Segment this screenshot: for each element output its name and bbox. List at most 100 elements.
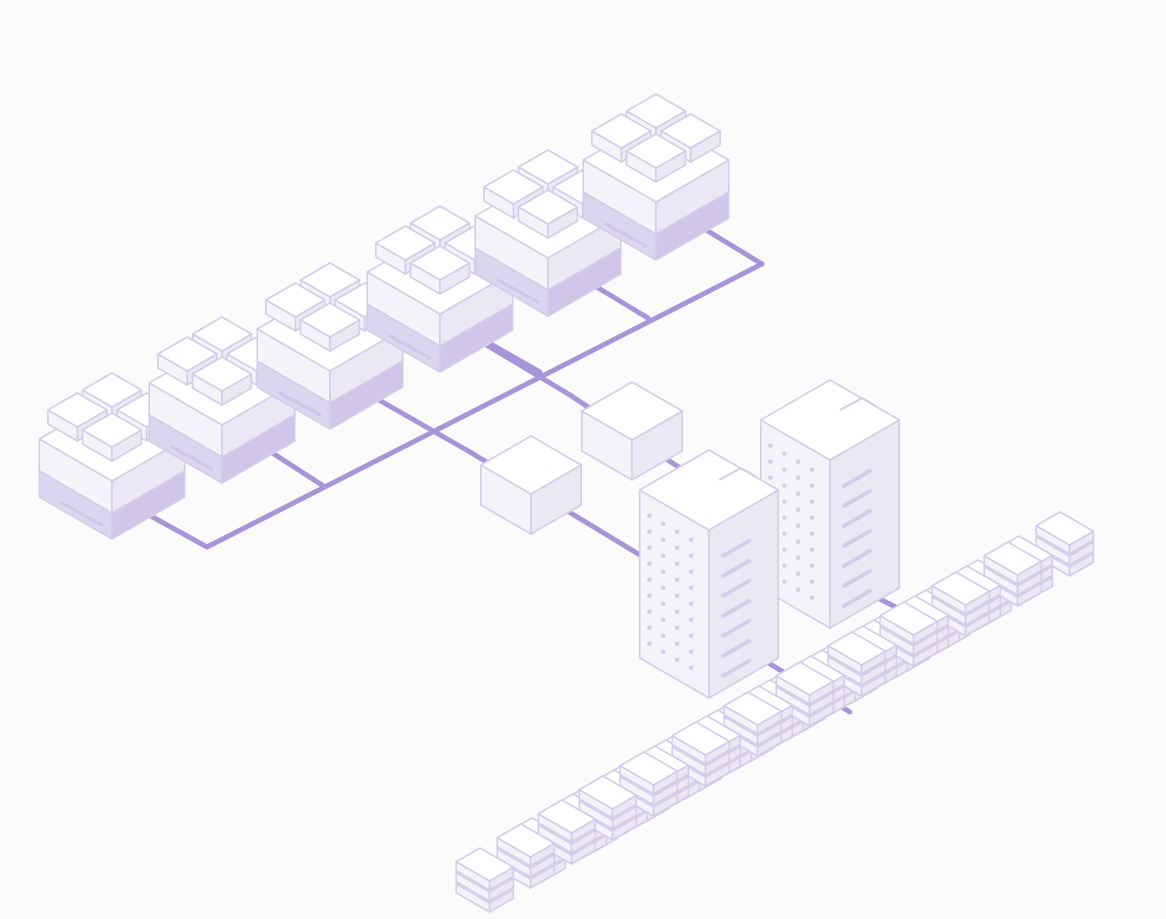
storage-drive-icon — [723, 691, 783, 735]
server-tower-icon — [638, 449, 780, 699]
window-dot — [782, 531, 787, 536]
window-dot — [675, 577, 680, 582]
window-dot — [809, 515, 814, 520]
vent-bar — [721, 539, 751, 558]
window-dot — [661, 649, 666, 654]
window-dot — [647, 545, 652, 550]
vent-bar — [721, 639, 751, 658]
window-dot — [782, 547, 787, 552]
window-dot — [809, 547, 814, 552]
vent-bar — [842, 489, 872, 508]
client-stack — [38, 372, 186, 540]
window-dot — [809, 499, 814, 504]
trunk-link — [137, 261, 765, 550]
window-dot — [661, 601, 666, 606]
window-dot — [809, 467, 814, 472]
storage-drive-icon — [879, 601, 939, 645]
switch-icon — [479, 435, 583, 535]
storage-drive-icon — [931, 571, 991, 615]
client-stack — [256, 262, 404, 430]
storage-drive-icon — [775, 661, 835, 705]
window-dot — [647, 609, 652, 614]
module-icon — [157, 336, 218, 386]
window-dot — [688, 617, 693, 622]
window-dot — [675, 593, 680, 598]
window-dot — [647, 513, 652, 518]
window-dot — [782, 515, 787, 520]
window-dot — [782, 467, 787, 472]
storage-drive-icon — [455, 847, 515, 891]
vent-bar — [842, 589, 872, 608]
vent-bar — [842, 569, 872, 588]
window-dot — [782, 499, 787, 504]
window-dot — [809, 563, 814, 568]
window-dot — [796, 571, 801, 576]
storage-array — [455, 511, 1095, 913]
window-dot — [675, 561, 680, 566]
window-dot — [647, 529, 652, 534]
vent-bar — [842, 509, 872, 528]
window-dot — [796, 539, 801, 544]
window-dot — [796, 459, 801, 464]
window-dot — [768, 459, 773, 464]
window-dot — [688, 649, 693, 654]
window-dot — [688, 601, 693, 606]
window-dot — [675, 545, 680, 550]
drive-slot — [278, 391, 322, 417]
client-stack — [148, 316, 296, 484]
window-dot — [661, 553, 666, 558]
window-dot — [661, 633, 666, 638]
window-dot — [675, 641, 680, 646]
window-dot — [675, 657, 680, 662]
window-dot — [782, 483, 787, 488]
window-dot — [647, 625, 652, 630]
network-nodes — [38, 93, 1095, 913]
window-dot — [661, 569, 666, 574]
drive-slot — [60, 501, 104, 527]
window-dot — [688, 537, 693, 542]
module-icon — [81, 412, 143, 462]
tower-notch — [718, 466, 756, 481]
window-dot — [809, 579, 814, 584]
storage-drive-icon — [496, 823, 556, 867]
window-dot — [675, 529, 680, 534]
window-dot — [647, 561, 652, 566]
storage-drive-icon — [983, 541, 1043, 585]
tower-notch — [839, 396, 877, 411]
storage-drive-icon — [619, 751, 679, 795]
vent-bar — [721, 659, 751, 678]
drive-slot — [170, 445, 214, 471]
window-dot — [768, 443, 773, 448]
window-dot — [675, 625, 680, 630]
window-dot — [796, 523, 801, 528]
module-icon — [191, 356, 253, 406]
window-dot — [809, 483, 814, 488]
storage-drive-icon — [671, 721, 731, 765]
vent-bar — [721, 559, 751, 578]
vent-bar — [721, 579, 751, 598]
window-dot — [688, 633, 693, 638]
vent-bar — [842, 469, 872, 488]
vent-bar — [721, 619, 751, 638]
window-dot — [675, 609, 680, 614]
window-dot — [661, 617, 666, 622]
window-dot — [688, 585, 693, 590]
window-dot — [647, 641, 652, 646]
window-dot — [661, 537, 666, 542]
window-dot — [782, 451, 787, 456]
module-icon — [625, 133, 687, 183]
window-dot — [661, 521, 666, 526]
window-dot — [796, 475, 801, 480]
window-dot — [796, 491, 801, 496]
module-icon — [409, 245, 471, 295]
switch-a-link — [362, 389, 643, 558]
window-dot — [796, 507, 801, 512]
window-dot — [661, 585, 666, 590]
window-dot — [688, 569, 693, 574]
window-dot — [688, 553, 693, 558]
window-dot — [809, 531, 814, 536]
client-stack — [582, 93, 730, 261]
storage-drive-icon — [578, 775, 638, 819]
storage-drive-icon — [1035, 511, 1095, 555]
